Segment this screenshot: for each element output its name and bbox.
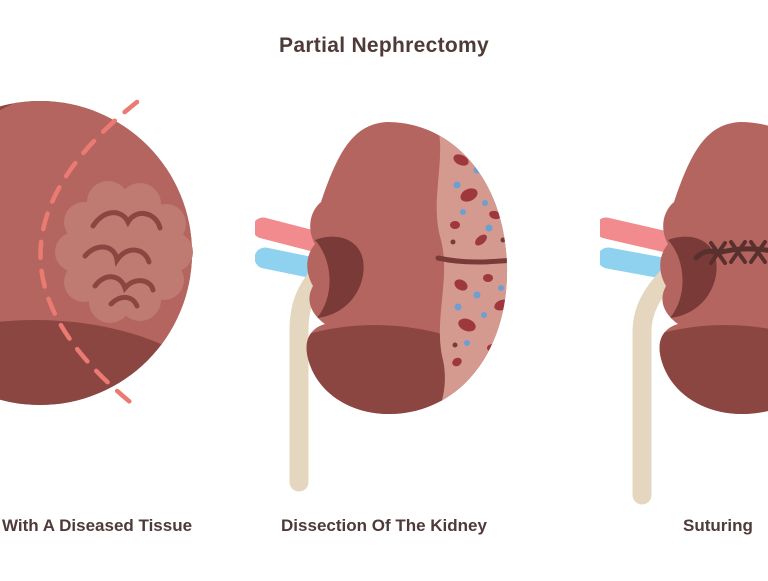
panel-sutured-kidney xyxy=(600,122,768,505)
tissue-speck-red xyxy=(452,357,462,367)
tissue-speck-blue xyxy=(499,326,507,334)
suture-stitch xyxy=(709,241,727,265)
tissue-speck-blue xyxy=(460,209,466,215)
incision-dashed-line xyxy=(38,99,140,409)
lobe-crease xyxy=(435,255,508,265)
tissue-speck-blue xyxy=(473,166,481,174)
tissue-speck-red xyxy=(481,147,493,157)
tumor-fold xyxy=(90,210,163,231)
tissue-speck-blue xyxy=(454,303,462,311)
tissue-speck-red xyxy=(487,344,499,352)
tissue-speck-red xyxy=(489,210,501,220)
tissue-speck-red xyxy=(454,279,468,291)
tissue-speck-red xyxy=(494,173,508,187)
tumor-lobe xyxy=(146,204,186,244)
tissue-speck-red xyxy=(475,234,487,246)
kidney-lower-shading xyxy=(0,320,192,405)
tissue-speck-blue xyxy=(496,159,502,165)
hilum-shading xyxy=(315,236,364,318)
tissue-speck-blue xyxy=(484,358,492,366)
tissue-speck-blue xyxy=(473,291,481,299)
kidney-lower-shading xyxy=(659,325,768,414)
caption-dissection: Dissection Of The Kidney xyxy=(281,516,487,535)
tissue-speck-blue xyxy=(498,285,504,291)
caption-diseased: With A Diseased Tissue xyxy=(2,516,193,535)
tumor-lobe xyxy=(55,232,95,272)
page-title: Partial Nephrectomy xyxy=(279,34,489,57)
tumor-fold xyxy=(108,295,140,309)
tissue-speck-dark xyxy=(500,237,506,243)
tissue-speck-red xyxy=(483,274,493,282)
suture-stitch xyxy=(729,240,747,264)
suture-stitch xyxy=(749,240,767,264)
tissue-speck-blue xyxy=(485,224,493,232)
panel-dissection-kidney xyxy=(255,122,508,492)
panel-diseased-kidney xyxy=(0,99,193,409)
tissue-speck-dark xyxy=(450,239,456,245)
tumor-fold xyxy=(92,274,156,294)
tissue-speck-blue xyxy=(500,194,508,202)
tumor-fold xyxy=(82,244,152,267)
tissue-speck-blue xyxy=(464,340,470,346)
tissue-speck-blue xyxy=(481,312,487,318)
tissue-speck-red xyxy=(453,154,469,166)
tumor-lobe xyxy=(64,262,104,302)
cut-surface xyxy=(436,122,508,414)
tissue-speck-red xyxy=(476,370,490,378)
tissue-speck-blue xyxy=(482,200,488,206)
tumor-convolutions xyxy=(82,210,163,309)
tissue-speck-red xyxy=(458,318,476,332)
tissue-speck-blue xyxy=(453,181,461,189)
caption-suturing: Suturing xyxy=(683,516,753,535)
tissue-speck-dark xyxy=(452,342,458,348)
tissue-speck-dark xyxy=(498,369,504,375)
suture xyxy=(693,240,768,265)
tissue-speck-red xyxy=(450,221,460,229)
tissue-speck-red xyxy=(460,188,478,202)
hilum-shading xyxy=(668,236,717,318)
